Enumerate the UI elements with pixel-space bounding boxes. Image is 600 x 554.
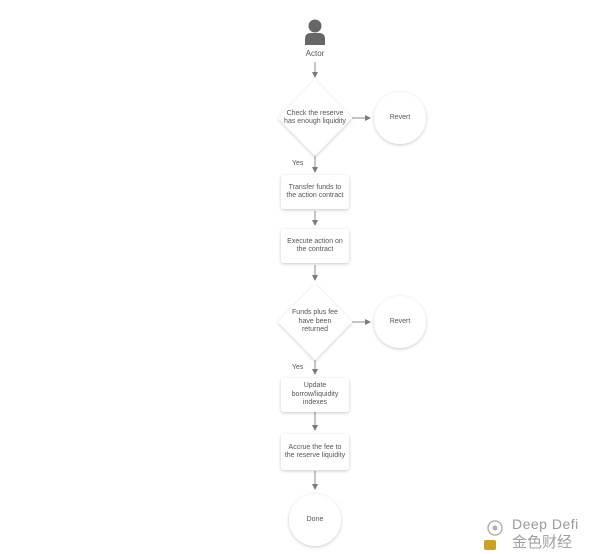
done-label: Done [306,515,324,523]
actor-label: Actor [305,49,325,58]
watermark-logo-icon [484,520,503,550]
revert-1-shape [374,92,426,144]
watermark: Deep Defi 金色财经 [478,514,598,551]
decision-check-reserve-shape [278,80,352,156]
accrue-fee-label: Accrue the fee to the reserve liquidity [284,443,346,460]
watermark-line2: 金色财经 [512,533,573,551]
revert-2-shape [374,296,426,348]
revert-2-label: Revert [389,317,411,325]
transfer-funds-shape [281,175,349,209]
execute-action-shape [281,229,349,263]
update-indexes-label: Update borrow/liquidity indexes [291,382,339,407]
decision-funds-returned-shape [278,284,352,360]
actor-icon [305,19,325,45]
execute-action-label: Execute action on the contract [287,237,343,254]
revert-1-label: Revert [389,113,411,121]
funds-returned-label: Funds plus fee have been returned [292,309,338,334]
transfer-funds-label: Transfer funds to the action contract [286,183,344,200]
yes-label-1: Yes [292,160,304,167]
check-reserve-label: Check the reserve has enough liquidity [284,109,346,126]
accrue-fee-shape [281,434,349,470]
flow-edges [312,62,371,490]
watermark-line1: Deep Defi [512,516,579,532]
update-indexes-shape [281,378,349,412]
yes-label-2: Yes [292,364,304,371]
done-shape [289,494,341,546]
